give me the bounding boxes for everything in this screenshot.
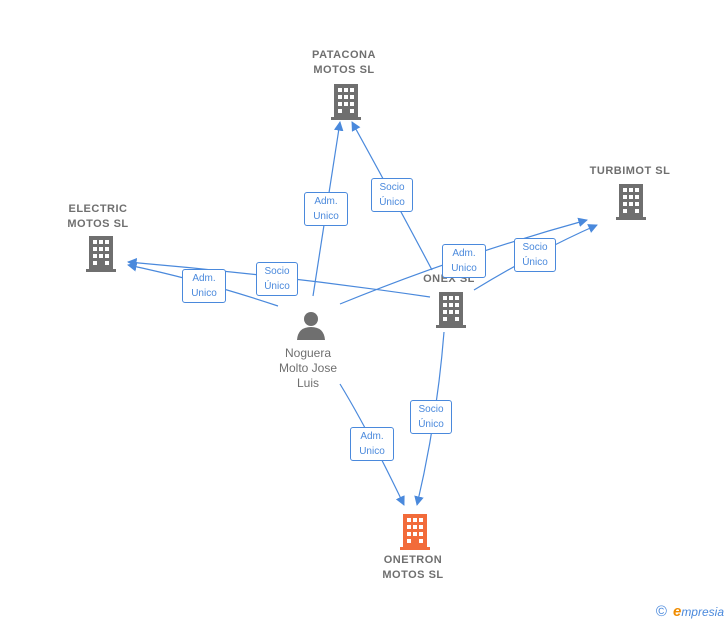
edge-label-onex-electric[interactable]: Socio Único <box>256 262 298 296</box>
edge-label-line1: Adm. <box>452 248 476 259</box>
person-name-line2: Molto Jose <box>278 361 338 375</box>
edge-label-line2: Único <box>379 197 405 208</box>
node-label-electric: ELECTRIC MOTOS SL <box>48 202 148 232</box>
edge-label-person-patacona[interactable]: Adm. Unico <box>304 192 348 226</box>
brand-name: mpresia <box>681 605 724 619</box>
edge-label-line1: Adm. <box>360 431 384 442</box>
building-icon[interactable] <box>331 84 361 120</box>
node-name-line1: ELECTRIC <box>68 203 128 215</box>
edge-label-line1: Socio <box>522 242 548 253</box>
building-main-icon[interactable] <box>400 514 430 550</box>
edge-label-line1: Adm. <box>192 273 216 284</box>
edge-label-person-turbimot[interactable]: Adm. Unico <box>442 244 486 278</box>
edge-label-line2: Unico <box>313 211 339 222</box>
node-label-onetron: ONETRON MOTOS SL <box>363 553 463 583</box>
brand-initial: e <box>672 603 682 620</box>
copyright-symbol: © <box>655 603 667 620</box>
edge-label-line2: Único <box>418 419 444 430</box>
building-icon[interactable] <box>616 184 646 220</box>
node-name-line2: MOTOS SL <box>67 218 129 230</box>
node-name-line1: PATACONA <box>312 49 376 61</box>
edge-label-person-onetron[interactable]: Adm. Unico <box>350 427 394 461</box>
edge-label-onex-turbimot[interactable]: Socio Único <box>514 238 556 272</box>
edge-label-line2: Unico <box>451 263 477 274</box>
person-name-line1: Noguera <box>284 346 332 360</box>
footer-brand[interactable]: © empresia <box>656 603 724 620</box>
node-name-line1: TURBIMOT SL <box>589 165 671 177</box>
node-label-person: Noguera Molto Jose Luis <box>258 346 358 391</box>
edge-label-onex-onetron[interactable]: Socio Único <box>410 400 452 434</box>
edge-label-line2: Único <box>522 257 548 268</box>
brand-logo: empresia <box>673 603 724 620</box>
node-name-line2: MOTOS SL <box>313 64 375 76</box>
node-name-line2: MOTOS SL <box>382 569 444 581</box>
node-label-turbimot: TURBIMOT SL <box>578 164 682 179</box>
person-name-line3: Luis <box>296 376 319 390</box>
edge-label-line1: Socio <box>264 266 290 277</box>
building-icon[interactable] <box>436 292 466 328</box>
building-icon[interactable] <box>86 236 116 272</box>
edge-label-line1: Socio <box>418 404 444 415</box>
person-icon[interactable] <box>296 310 326 340</box>
node-name-line1: ONETRON <box>383 554 443 566</box>
edge-label-line2: Unico <box>191 288 217 299</box>
edge-label-line2: Único <box>264 281 290 292</box>
edge-label-line1: Socio <box>379 182 405 193</box>
edge-label-onex-patacona[interactable]: Socio Único <box>371 178 413 212</box>
edge-label-line2: Unico <box>359 446 385 457</box>
edge-label-line1: Adm. <box>314 196 338 207</box>
edge-label-person-electric[interactable]: Adm. Unico <box>182 269 226 303</box>
node-label-patacona: PATACONA MOTOS SL <box>294 48 394 78</box>
